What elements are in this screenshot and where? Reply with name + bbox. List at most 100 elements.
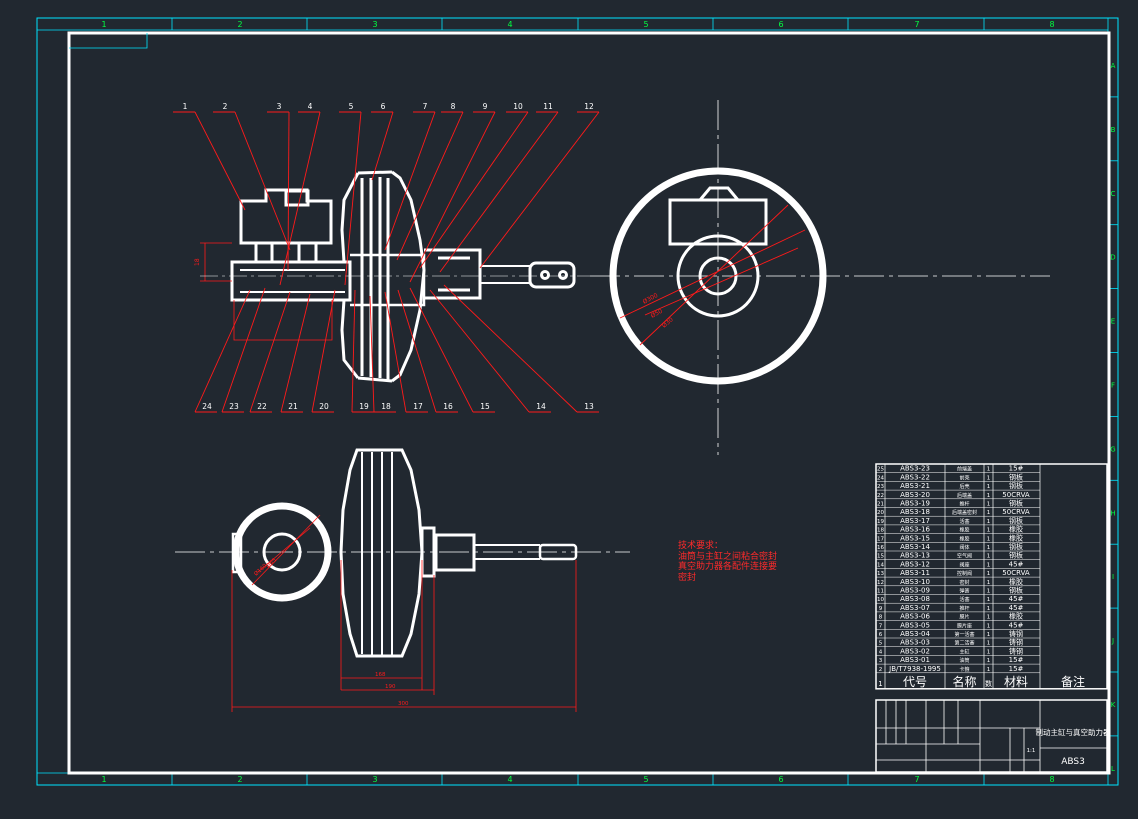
parts-cell-material: 45# xyxy=(1009,560,1024,568)
side-section-view[interactable] xyxy=(230,170,576,383)
leader-line xyxy=(194,111,246,211)
clevis xyxy=(528,261,576,289)
parts-cell-no: 17 xyxy=(877,536,884,542)
parts-cell-name: 卡箍 xyxy=(959,666,969,673)
parts-cell-name: 阀座 xyxy=(959,561,969,568)
parts-cell-material: 铸钢 xyxy=(1009,638,1023,647)
dim-bottom-3: 168 xyxy=(375,672,386,678)
bottom-view[interactable] xyxy=(175,448,630,658)
parts-cell-material: 橡胶 xyxy=(1009,612,1023,621)
leader-line xyxy=(384,111,436,251)
parts-cell-code: ABS3-02 xyxy=(900,647,930,655)
parts-cell-code: ABS3-16 xyxy=(900,526,930,534)
parts-cell-material: 钢板 xyxy=(1009,586,1023,595)
parts-cell-qty: 1 xyxy=(987,554,991,560)
balloon-bottom: 17 xyxy=(413,402,423,411)
title-block[interactable] xyxy=(875,699,1108,773)
outer-frame xyxy=(36,17,1119,786)
column-label-bottom: 7 xyxy=(914,775,919,784)
dim-bottom-4: 190 xyxy=(385,684,396,690)
parts-cell-no: 12 xyxy=(877,580,884,586)
parts-cell-qty: 1 xyxy=(987,510,991,516)
balloon-top: 5 xyxy=(349,102,354,111)
parts-cell-code: ABS3-10 xyxy=(900,578,930,586)
bottom-reservoir-outer xyxy=(232,502,332,602)
parts-cell-no: 24 xyxy=(877,475,884,481)
column-label-top: 3 xyxy=(372,20,377,29)
column-label-top: 7 xyxy=(914,20,919,29)
parts-cell-name: 油筒 xyxy=(959,657,969,664)
end-view-reservoir xyxy=(668,198,768,246)
end-view-dimension-leaders xyxy=(619,204,806,346)
balloon-bottom: 23 xyxy=(229,402,239,411)
leader-line xyxy=(279,111,321,286)
parts-cell-no: 9 xyxy=(879,606,883,612)
parts-cell-code: ABS3-04 xyxy=(900,630,930,638)
balloon-top: 9 xyxy=(483,102,488,111)
technical-requirements-line-3: 密封 xyxy=(678,572,697,583)
drawing-border xyxy=(67,31,1111,775)
parts-cell-material: 橡胶 xyxy=(1009,533,1023,542)
column-label-bottom: 6 xyxy=(778,775,783,784)
end-view-bore xyxy=(698,256,738,296)
parts-cell-code: ABS3-17 xyxy=(900,517,930,525)
parts-cell-qty: 1 xyxy=(987,528,991,534)
row-label: C xyxy=(1111,190,1116,198)
parts-cell-qty: 1 xyxy=(987,519,991,525)
row-label: F xyxy=(1111,381,1115,389)
parts-cell-name: 控制阀 xyxy=(957,570,972,577)
leader-line xyxy=(409,287,474,413)
column-label-top: 1 xyxy=(101,20,106,29)
balloon-bottom: 21 xyxy=(288,402,298,411)
parts-cell-code: ABS3-09 xyxy=(900,587,930,595)
parts-cell-no: 18 xyxy=(877,528,884,534)
leader-line xyxy=(396,111,464,261)
leader-line xyxy=(429,289,530,413)
balloon-bottom: 13 xyxy=(584,402,594,411)
parts-cell-qty: 1 xyxy=(987,484,991,490)
parts-cell-no: 3 xyxy=(879,658,883,664)
parts-cell-code: ABS3-20 xyxy=(900,491,930,499)
parts-cell-no: 7 xyxy=(879,623,883,629)
parts-cell-name: 第一活塞 xyxy=(954,631,974,638)
leader-line xyxy=(479,111,600,269)
balloon-bottom: 14 xyxy=(536,402,546,411)
reservoir-cap xyxy=(284,189,310,207)
balloon-top: 4 xyxy=(308,102,313,111)
parts-cell-qty: 1 xyxy=(987,475,991,481)
column-label-top: 5 xyxy=(643,20,648,29)
master-cylinder-body xyxy=(230,260,352,302)
bottom-stem-housing xyxy=(434,533,476,572)
dim-side-label: 18 xyxy=(194,258,201,266)
dim-bottom-5: 300 xyxy=(398,701,409,707)
row-label: A xyxy=(1111,62,1116,70)
balloon-top: 6 xyxy=(381,102,386,111)
parts-cell-code: ABS3-13 xyxy=(900,552,930,560)
grid-ticks xyxy=(171,18,1118,785)
leader-line xyxy=(371,111,394,181)
end-view[interactable] xyxy=(590,100,1050,455)
balloon-bottom: 18 xyxy=(381,402,391,411)
parts-cell-name: 空气阀 xyxy=(957,553,972,560)
parts-cell-qty: 1 xyxy=(987,615,991,621)
balloon-bottom: 15 xyxy=(480,402,490,411)
parts-cell-material: 钢板 xyxy=(1009,516,1023,525)
leader-line xyxy=(287,111,290,271)
balloon-bottom: 22 xyxy=(257,402,267,411)
balloon-top: 8 xyxy=(451,102,456,111)
corner-mark xyxy=(69,33,148,49)
parts-cell-material: 50CRVA xyxy=(1002,508,1030,516)
technical-requirements: 技术要求： 油筒与主缸之间粘合密封 真空助力器各配件连接要 密封 xyxy=(678,541,777,583)
leader-line xyxy=(419,111,529,269)
parts-cell-code: ABS3-06 xyxy=(900,613,930,621)
parts-cell-name: 后壳 xyxy=(959,483,969,490)
parts-cell-name: 后端盖 xyxy=(957,492,972,499)
leader-line xyxy=(397,289,437,413)
bottom-booster-ribs xyxy=(361,452,393,655)
parts-cell-no: 15 xyxy=(877,554,884,560)
column-label-bottom: 1 xyxy=(101,775,106,784)
parts-cell-material: 45# xyxy=(1009,621,1024,629)
technical-requirements-line-1: 油筒与主缸之间粘合密封 xyxy=(678,551,778,562)
